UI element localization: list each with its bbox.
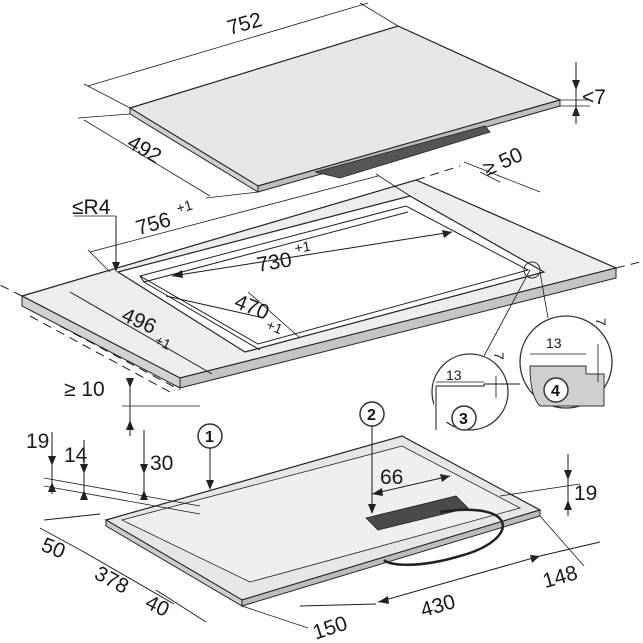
label-492: 492 xyxy=(123,131,165,168)
label-378: 378 xyxy=(91,562,133,599)
dim-front-distance: ≥ 10 xyxy=(64,378,200,436)
callout-4: 4 xyxy=(551,383,560,400)
dim-19-right: 19 xyxy=(499,454,597,516)
label-30: 30 xyxy=(150,452,173,475)
label-66: 66 xyxy=(380,466,403,489)
label-430: 430 xyxy=(418,590,458,622)
label-r4: ≤R4 xyxy=(72,196,111,219)
dim-left-verticals: 19 14 30 xyxy=(26,430,201,515)
detail-3: 13 7 3 xyxy=(431,352,520,431)
callout-1-group: 1 xyxy=(197,423,223,490)
hob-bottom-view xyxy=(104,435,542,607)
label-40: 40 xyxy=(142,591,173,622)
leader-4 xyxy=(539,271,549,319)
hob-top-view xyxy=(128,25,562,193)
label-756-tol: +1 xyxy=(174,197,194,217)
label-ge50: ≥ 50 xyxy=(480,143,527,181)
leader-3 xyxy=(483,269,531,357)
label-150: 150 xyxy=(310,612,350,643)
worktop xyxy=(0,165,641,393)
callout-1: 1 xyxy=(205,429,214,446)
dim-radius: ≤R4 xyxy=(72,196,120,272)
label-ge10: ≥ 10 xyxy=(64,378,105,401)
detail3-step: 7 xyxy=(491,352,507,360)
label-50: 50 xyxy=(38,533,68,563)
label-756: 756 xyxy=(133,208,173,240)
label-730-tol: +1 xyxy=(293,238,312,257)
detail4-width: 13 xyxy=(546,335,562,351)
label-19-right: 19 xyxy=(574,482,597,505)
label-148: 148 xyxy=(540,561,580,593)
detail-4: 13 7 4 xyxy=(519,315,613,409)
label-496-tol: +1 xyxy=(152,332,173,353)
dim-66: 66 xyxy=(371,466,451,496)
dim-hob-thickness: <7 xyxy=(560,62,606,124)
label-19-left: 19 xyxy=(26,430,49,453)
label-470-tol: +1 xyxy=(264,316,285,337)
detail3-width: 13 xyxy=(446,367,462,383)
callout-3: 3 xyxy=(459,411,468,428)
detail4-step: 7 xyxy=(593,318,609,326)
dim-cutout-width: 730 +1 xyxy=(171,230,453,278)
callout-2-group: 2 xyxy=(359,401,385,514)
callout-2: 2 xyxy=(367,407,376,424)
dim-edge-distance: ≥ 50 xyxy=(463,143,541,193)
label-14: 14 xyxy=(64,444,88,467)
label-lt7: <7 xyxy=(582,86,606,109)
